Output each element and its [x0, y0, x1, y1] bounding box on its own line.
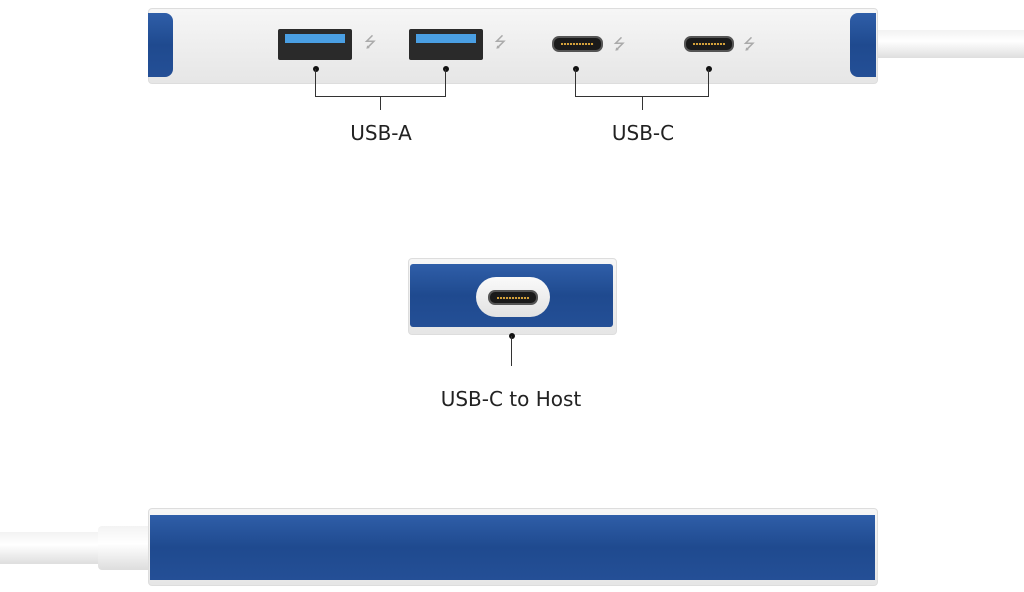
- label-usb-c: USB-C: [611, 121, 675, 145]
- label-usb-a: USB-A: [350, 121, 412, 145]
- usb-c-port-1: [552, 36, 603, 52]
- callout-line: [445, 69, 446, 96]
- callout-dot: [443, 66, 449, 72]
- callout-line: [315, 69, 316, 96]
- usb-icon: ⭍: [613, 35, 626, 53]
- callout-dot: [313, 66, 319, 72]
- usb-c-host-port: [488, 290, 538, 305]
- usb-icon: ⭍: [364, 33, 377, 51]
- callout-line: [708, 69, 709, 96]
- side-face: [150, 515, 875, 580]
- usb-c-port-2: [684, 36, 734, 52]
- usb-icon: ⭍: [743, 35, 756, 53]
- callout-line: [511, 336, 512, 366]
- callout-line: [380, 96, 381, 110]
- callout-line: [575, 69, 576, 96]
- hub-top-view: [148, 8, 878, 84]
- label-usb-c-to-host: USB-C to Host: [440, 387, 582, 411]
- callout-dot: [509, 333, 515, 339]
- usb-icon: ⭍: [494, 33, 507, 51]
- usb-a-port-2: [409, 29, 483, 60]
- cable-strain-relief: [98, 526, 153, 570]
- callout-dot: [706, 66, 712, 72]
- cable: [870, 30, 1024, 58]
- end-cap-right: [850, 13, 876, 77]
- end-cap-left: [148, 13, 173, 77]
- callout-line: [642, 96, 643, 110]
- callout-dot: [573, 66, 579, 72]
- usb-a-port-1: [278, 29, 352, 60]
